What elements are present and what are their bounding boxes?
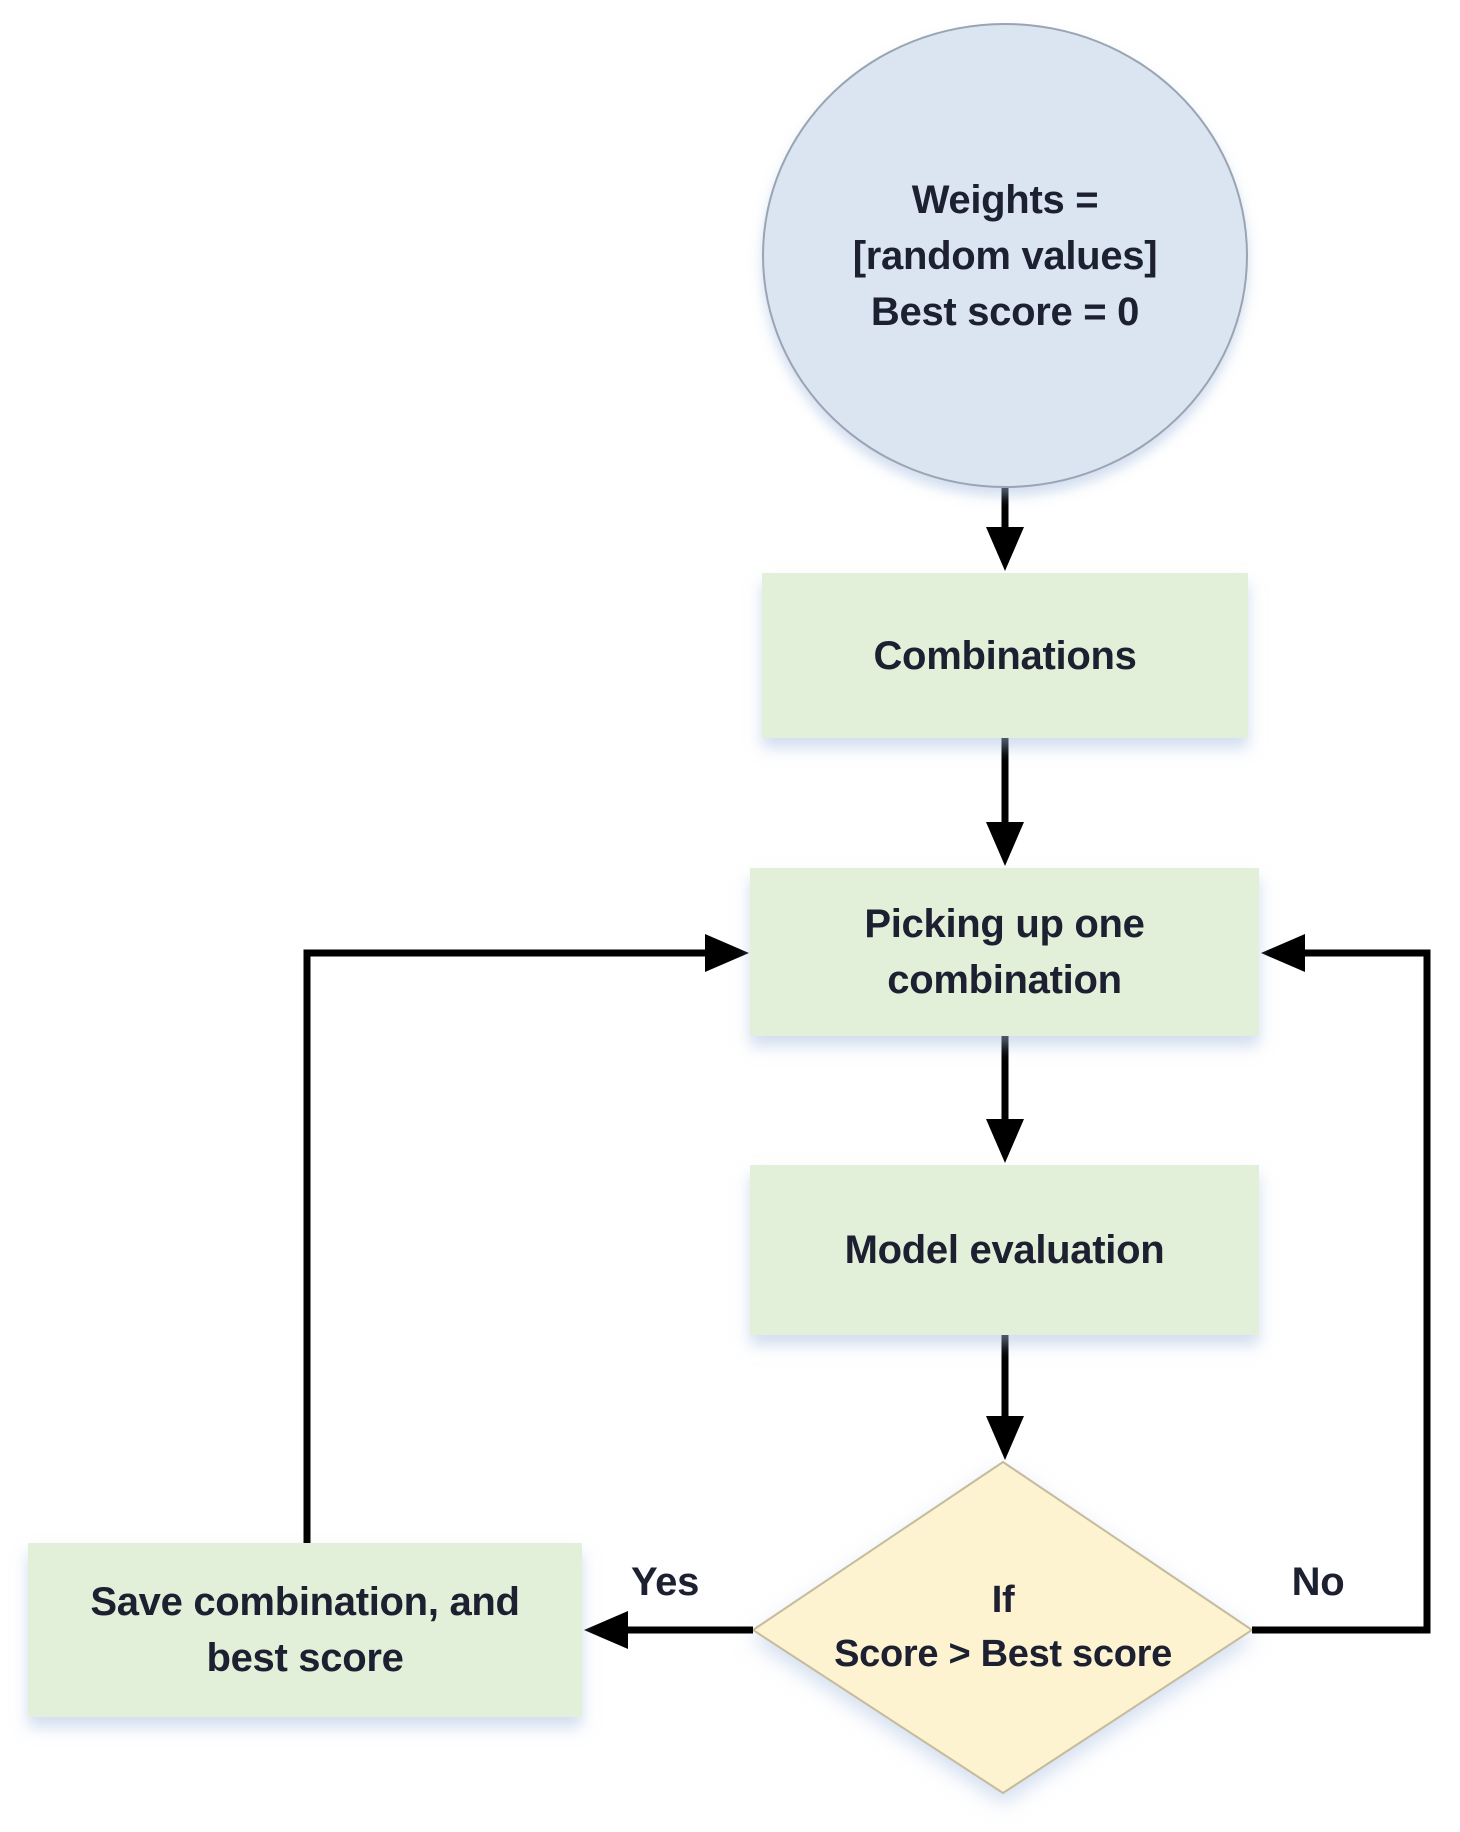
arrow-start-to-combinations <box>986 488 1024 571</box>
arrow-model-to-decision <box>986 1335 1024 1460</box>
save-label: Save combination, and best score <box>90 1580 520 1680</box>
arrow-decision-yes <box>584 1611 753 1649</box>
node-start-ellipse: Weights = [random values] Best score = 0 <box>762 23 1248 488</box>
arrow-picking-to-model <box>986 1036 1024 1163</box>
node-decision-diamond: If Score > Best score <box>753 1462 1253 1793</box>
model-evaluation-label: Model evaluation <box>844 1228 1165 1272</box>
node-combinations: Combinations <box>762 573 1248 738</box>
edge-label-yes: Yes <box>630 1560 700 1604</box>
arrow-decision-no-loop <box>1252 934 1431 1634</box>
start-label: Weights = [random values] Best score = 0 <box>852 177 1158 334</box>
arrow-save-loop <box>303 934 749 1543</box>
arrow-combinations-to-picking <box>986 738 1024 866</box>
decision-label: If Score > Best score <box>834 1579 1172 1675</box>
node-model-evaluation: Model evaluation <box>750 1165 1259 1335</box>
picking-label: Picking up one combination <box>864 902 1145 1002</box>
edge-label-no: No <box>1291 1560 1345 1604</box>
combinations-label: Combinations <box>873 633 1137 678</box>
node-picking-combination: Picking up one combination <box>750 868 1259 1036</box>
decision-diamond-shape <box>751 1460 1254 1795</box>
node-save-combination: Save combination, and best score <box>28 1543 582 1717</box>
